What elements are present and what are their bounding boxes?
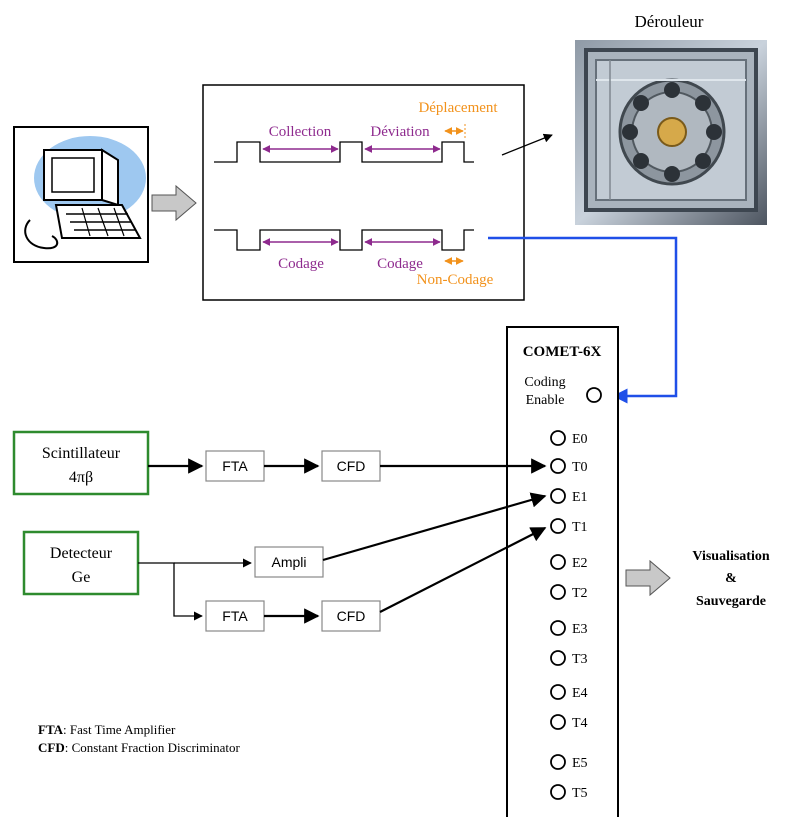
channel-label-e4: E4 (572, 686, 588, 701)
channel-connector-t3 (550, 650, 566, 666)
arrow-to-derouleur (501, 133, 553, 156)
channel-connector-e4 (550, 684, 566, 700)
fta-block-2 (205, 600, 265, 632)
output-label-2: & (725, 571, 737, 586)
channel-connector-t1 (550, 518, 566, 534)
timing-box (202, 84, 525, 301)
cfd-label-1: CFD (337, 458, 366, 474)
channel-connector-e0 (550, 430, 566, 446)
channel-connector-e5 (550, 754, 566, 770)
output-label-1: Visualisation (692, 549, 769, 564)
scintillateur-box (12, 430, 150, 496)
legend-fta-desc: : Fast Time Amplifier (63, 722, 176, 737)
gray-arrow-1 (151, 184, 197, 222)
channel-connector-t0 (550, 458, 566, 474)
gray-arrow-output (625, 559, 671, 597)
detecteur-label-2: Ge (72, 569, 91, 586)
cfd-block-2 (321, 600, 381, 632)
legend-cfd-desc: : Constant Fraction Discriminator (65, 740, 241, 755)
channel-label-e0: E0 (572, 432, 588, 447)
legend-cfd-key: CFD (38, 740, 65, 755)
coding-label-2: Enable (526, 393, 565, 408)
fta-label-2: FTA (222, 608, 248, 624)
channel-label-t0: T0 (572, 460, 588, 475)
channel-label-t5: T5 (572, 786, 588, 801)
label-non-codage: Non-Codage (417, 272, 494, 288)
coding-enable-line (488, 236, 678, 404)
ampli-block (254, 546, 324, 578)
cfd-block-1 (321, 450, 381, 482)
channel-label-t3: T3 (572, 652, 588, 667)
coding-label-1: Coding (524, 375, 565, 390)
channel-label-e3: E3 (572, 622, 588, 637)
label-collection: Collection (269, 124, 332, 140)
detecteur-box (22, 530, 140, 596)
channel-connector-t5 (550, 784, 566, 800)
channel-label-t4: T4 (572, 716, 588, 731)
channel-connector-e2 (550, 554, 566, 570)
label-codage-1: Codage (278, 256, 324, 272)
output-label-3: Sauvegarde (696, 594, 766, 609)
label-codage-2: Codage (377, 256, 423, 272)
legend-fta-key: FTA (38, 722, 64, 737)
fta-label-1: FTA (222, 458, 248, 474)
fta-block-1 (205, 450, 265, 482)
channel-label-e5: E5 (572, 756, 588, 771)
channel-connector-t4 (550, 714, 566, 730)
channel-label-t1: T1 (572, 520, 588, 535)
signal-lines (138, 458, 547, 624)
channel-label-e1: E1 (572, 490, 588, 505)
derouleur-photo (575, 40, 767, 225)
channel-connector-e3 (550, 620, 566, 636)
detecteur-label-1: Detecteur (50, 545, 113, 562)
waveform-bottom (214, 229, 474, 251)
channel-connector-e1 (550, 488, 566, 504)
derouleur-title: Dérouleur (635, 12, 704, 31)
comet-title: COMET-6X (523, 344, 602, 360)
legend-cfd: CFD: Constant Fraction Discriminator (38, 740, 241, 755)
computer-icon (13, 126, 149, 263)
legend-fta: FTA: Fast Time Amplifier (38, 722, 176, 737)
channel-label-e2: E2 (572, 556, 588, 571)
waveform-top (214, 141, 474, 163)
label-deplacement: Déplacement (418, 100, 498, 116)
cfd-label-2: CFD (337, 608, 366, 624)
comet-module (506, 326, 619, 817)
channel-label-t2: T2 (572, 586, 588, 601)
channel-connector-t2 (550, 584, 566, 600)
scintillateur-label-2: 4πβ (69, 469, 93, 486)
ampli-label: Ampli (271, 554, 306, 570)
scintillateur-label-1: Scintillateur (42, 445, 121, 462)
coding-enable-connector (586, 387, 602, 403)
label-deviation: Déviation (370, 124, 430, 140)
